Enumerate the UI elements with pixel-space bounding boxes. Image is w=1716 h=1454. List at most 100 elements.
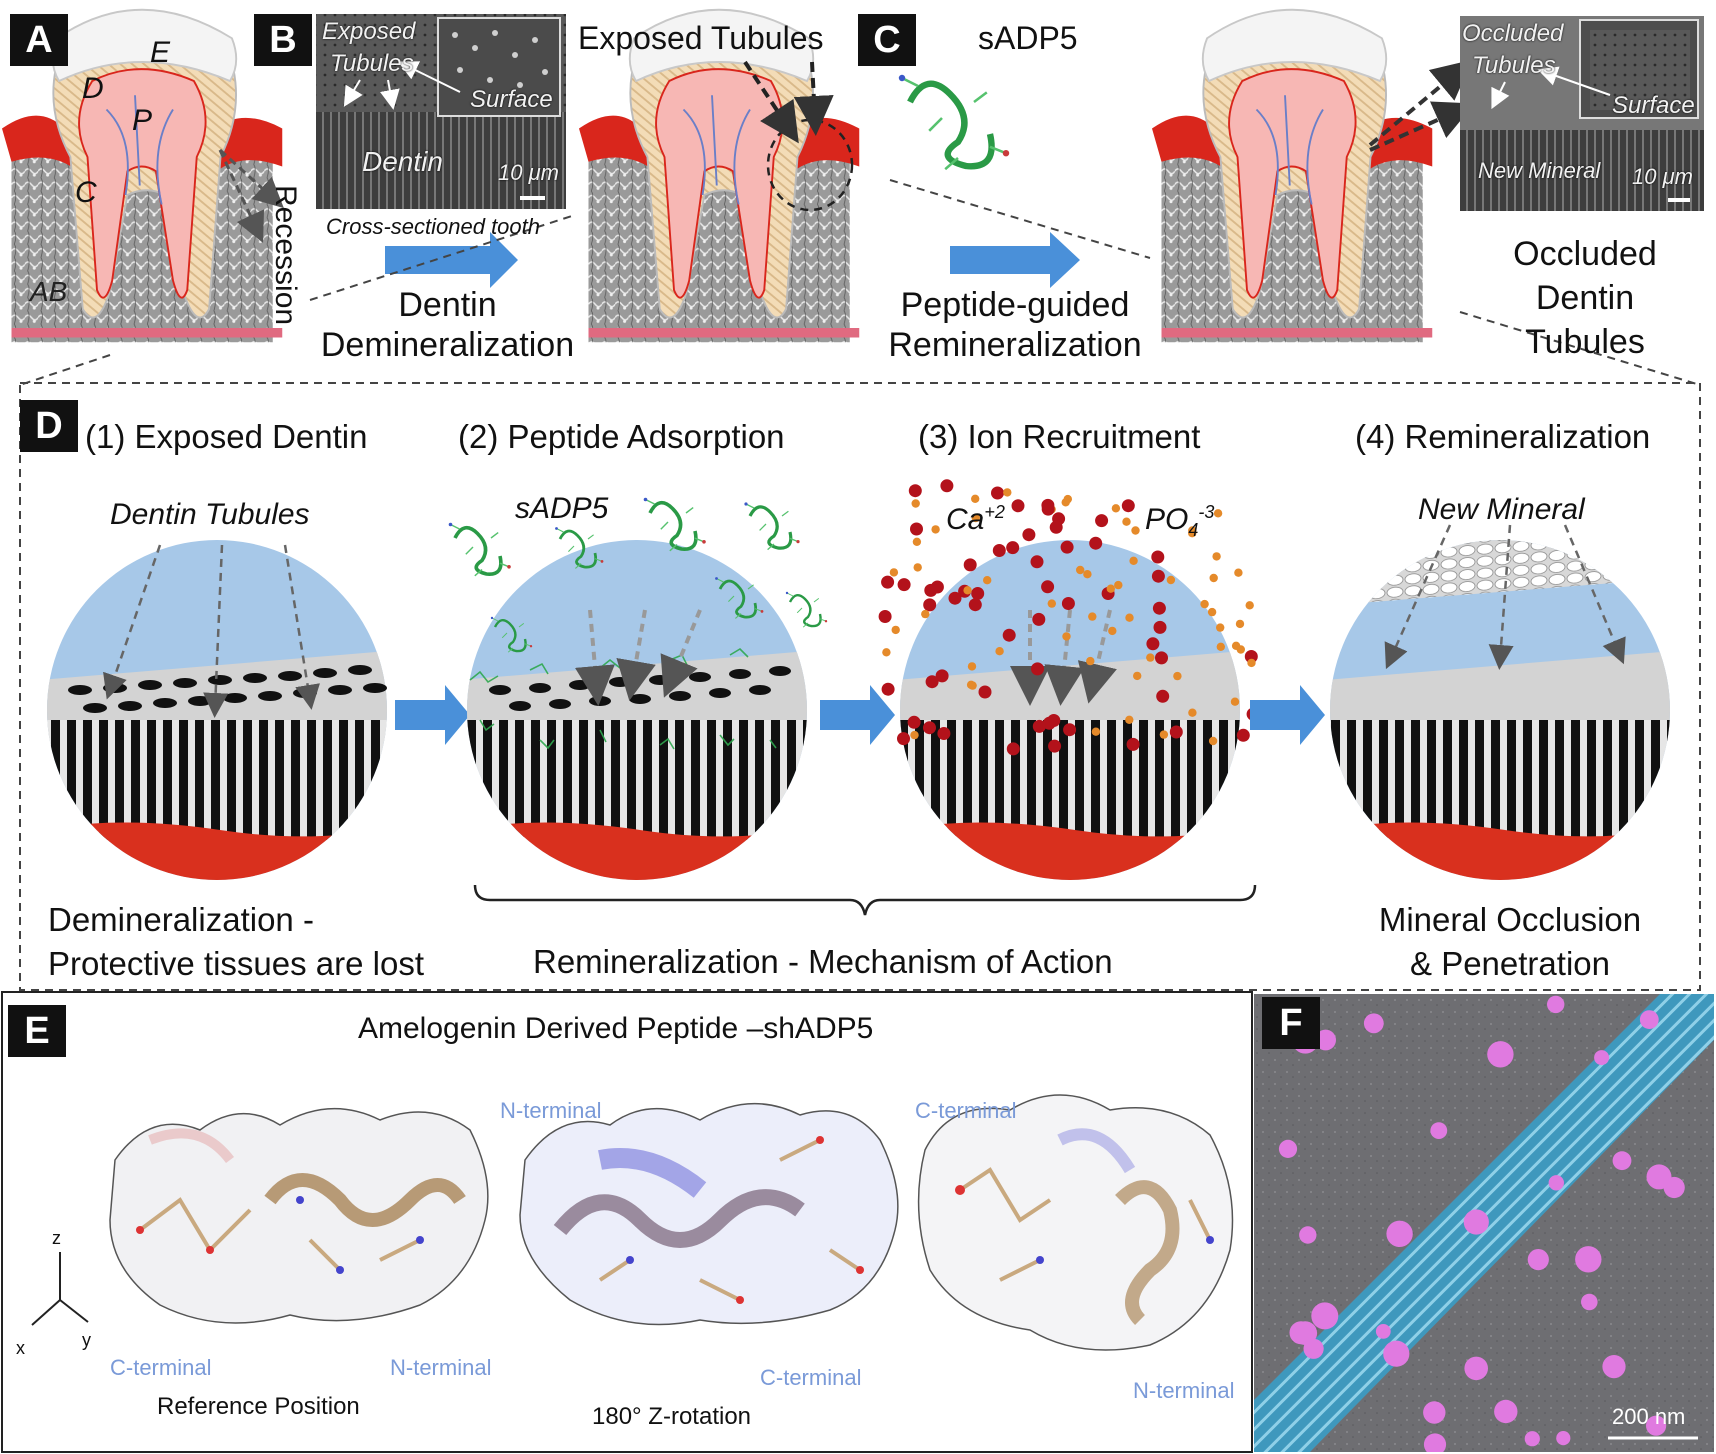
phosphate-ion bbox=[1088, 612, 1097, 621]
calcium-ion bbox=[1032, 719, 1046, 733]
calcium-ion bbox=[992, 544, 1006, 557]
calcium-ion bbox=[1006, 541, 1020, 555]
phosphate-ion bbox=[1047, 599, 1057, 608]
calcium-ion bbox=[1095, 514, 1109, 528]
sem-c-surface: Surface bbox=[1612, 92, 1695, 119]
view3-c-terminal: C-terminal bbox=[915, 1098, 1017, 1123]
phosphate-ion bbox=[913, 563, 922, 572]
view1-caption: Reference Position bbox=[157, 1393, 360, 1420]
nanoparticle bbox=[1315, 1029, 1336, 1051]
nanoparticle bbox=[1602, 1355, 1626, 1379]
view2-n-terminal: N-terminal bbox=[500, 1098, 602, 1123]
calcium-text: Ca bbox=[946, 503, 985, 536]
caption-4-line-1: Mineral Occlusion bbox=[1378, 901, 1642, 938]
calcium-ion bbox=[971, 587, 985, 600]
phosphate-sub: 4 bbox=[1188, 520, 1199, 540]
phosphate-ion bbox=[1114, 580, 1123, 590]
calcium-ion bbox=[991, 486, 1004, 500]
tooth-diagram-exposed bbox=[578, 8, 861, 344]
stage-1-title: (1) Exposed Dentin bbox=[85, 418, 368, 455]
stage-arrow-3 bbox=[1250, 685, 1325, 745]
panel-label-e: E bbox=[8, 1005, 66, 1057]
calcium-ion bbox=[1061, 597, 1075, 610]
phosphate-ion bbox=[1216, 623, 1225, 632]
caption-4-line-2: & Penetration bbox=[1410, 945, 1610, 982]
phosphate-ion bbox=[1083, 570, 1092, 579]
caption-occlusion: Mineral Occlusion & Penetration bbox=[1360, 898, 1660, 986]
phosphate-text: PO bbox=[1145, 503, 1189, 536]
sem-b-tubules: Tubules bbox=[330, 50, 414, 77]
protein-surface-2 bbox=[519, 1102, 899, 1326]
panel-e-frame bbox=[1, 991, 1253, 1453]
phosphate-ion bbox=[912, 537, 922, 546]
nanoparticle bbox=[1663, 1176, 1685, 1199]
label-alveolar-bone: AB bbox=[30, 276, 68, 307]
calcium-ion bbox=[1049, 520, 1063, 534]
bracket bbox=[473, 884, 1257, 916]
nanoparticle bbox=[1494, 1399, 1518, 1424]
nanoparticle bbox=[1556, 1431, 1571, 1446]
calcium-ion bbox=[968, 598, 982, 612]
occluded-dentin-tubules-label: Occluded Dentin Tubules bbox=[1480, 232, 1690, 364]
phosphate-ion bbox=[966, 680, 976, 689]
calcium-ion bbox=[930, 580, 944, 594]
caption-1-line-1: Demineralization - bbox=[48, 901, 314, 938]
tooth-diagram-occluded bbox=[1151, 8, 1434, 344]
calcium-ion bbox=[948, 591, 962, 605]
calcium-ion bbox=[1155, 651, 1168, 665]
view2-caption: 180° Z-rotation bbox=[592, 1403, 752, 1430]
calcium-ion bbox=[1146, 637, 1160, 651]
calcium-ion bbox=[907, 715, 921, 729]
calcium-ion bbox=[1022, 528, 1036, 542]
calcium-ion bbox=[1236, 728, 1250, 742]
caption-mechanism: Remineralization - Mechanism of Action bbox=[533, 943, 1113, 980]
label-recession: Recession bbox=[269, 185, 302, 326]
nanoparticle bbox=[1363, 1013, 1384, 1034]
label-cementum: C bbox=[75, 176, 97, 209]
phosphate-ion bbox=[967, 662, 977, 671]
calcium-ion bbox=[1041, 498, 1055, 512]
nanoparticle bbox=[1289, 1321, 1313, 1345]
exposed-tubules-label: Exposed Tubules bbox=[578, 20, 824, 56]
phosphate-ion bbox=[911, 499, 920, 508]
label-dentin: D bbox=[82, 72, 104, 105]
phosphate-ion bbox=[1245, 601, 1254, 610]
phosphate-ion bbox=[921, 609, 930, 619]
phosphate-label: PO4-3 bbox=[1145, 502, 1214, 541]
phosphate-ion bbox=[1108, 626, 1117, 636]
nanoparticle bbox=[1464, 1356, 1488, 1381]
panel-label-f: F bbox=[1262, 997, 1320, 1049]
calcium-ion bbox=[1048, 739, 1062, 753]
nanoparticle bbox=[1375, 1324, 1391, 1339]
phosphate-ion bbox=[1208, 736, 1218, 746]
panel-label-d: D bbox=[20, 400, 78, 452]
stage-4-circle bbox=[1330, 524, 1670, 880]
nanoparticle bbox=[1527, 1249, 1549, 1271]
nanoparticle bbox=[1423, 1401, 1446, 1424]
stage-3-circle bbox=[900, 540, 1240, 880]
protein-surface-1 bbox=[109, 1107, 489, 1324]
calcium-ion bbox=[937, 727, 951, 740]
tem-image bbox=[1254, 994, 1714, 1452]
phosphate-ion bbox=[1207, 607, 1217, 617]
calcium-ion bbox=[1006, 742, 1020, 756]
sadp5-stage-label: sADP5 bbox=[515, 492, 609, 525]
calcium-ion bbox=[1169, 725, 1183, 739]
caption-demineralization: Demineralization - Protective tissues ar… bbox=[48, 898, 424, 986]
phosphate-ion bbox=[971, 494, 980, 503]
calcium-ion bbox=[1153, 620, 1167, 634]
phosphate-ion bbox=[1129, 556, 1138, 565]
phosphate-ion bbox=[1166, 575, 1176, 585]
nanoparticle bbox=[1548, 1175, 1565, 1191]
calcium-ion bbox=[963, 558, 977, 572]
nanoparticle bbox=[1386, 1220, 1413, 1248]
calcium-ion bbox=[897, 732, 910, 746]
phosphate-ion bbox=[1235, 619, 1245, 629]
step-2-line-1: Peptide-guided bbox=[900, 286, 1130, 324]
calcium-ion bbox=[1151, 550, 1165, 564]
phosphate-ion bbox=[1086, 656, 1095, 666]
phosphate-ion bbox=[1091, 727, 1101, 736]
new-mineral-label: New Mineral bbox=[1418, 493, 1585, 526]
sem-b-dentin: Dentin bbox=[362, 146, 443, 177]
step-1-line-1: Dentin bbox=[398, 286, 497, 324]
